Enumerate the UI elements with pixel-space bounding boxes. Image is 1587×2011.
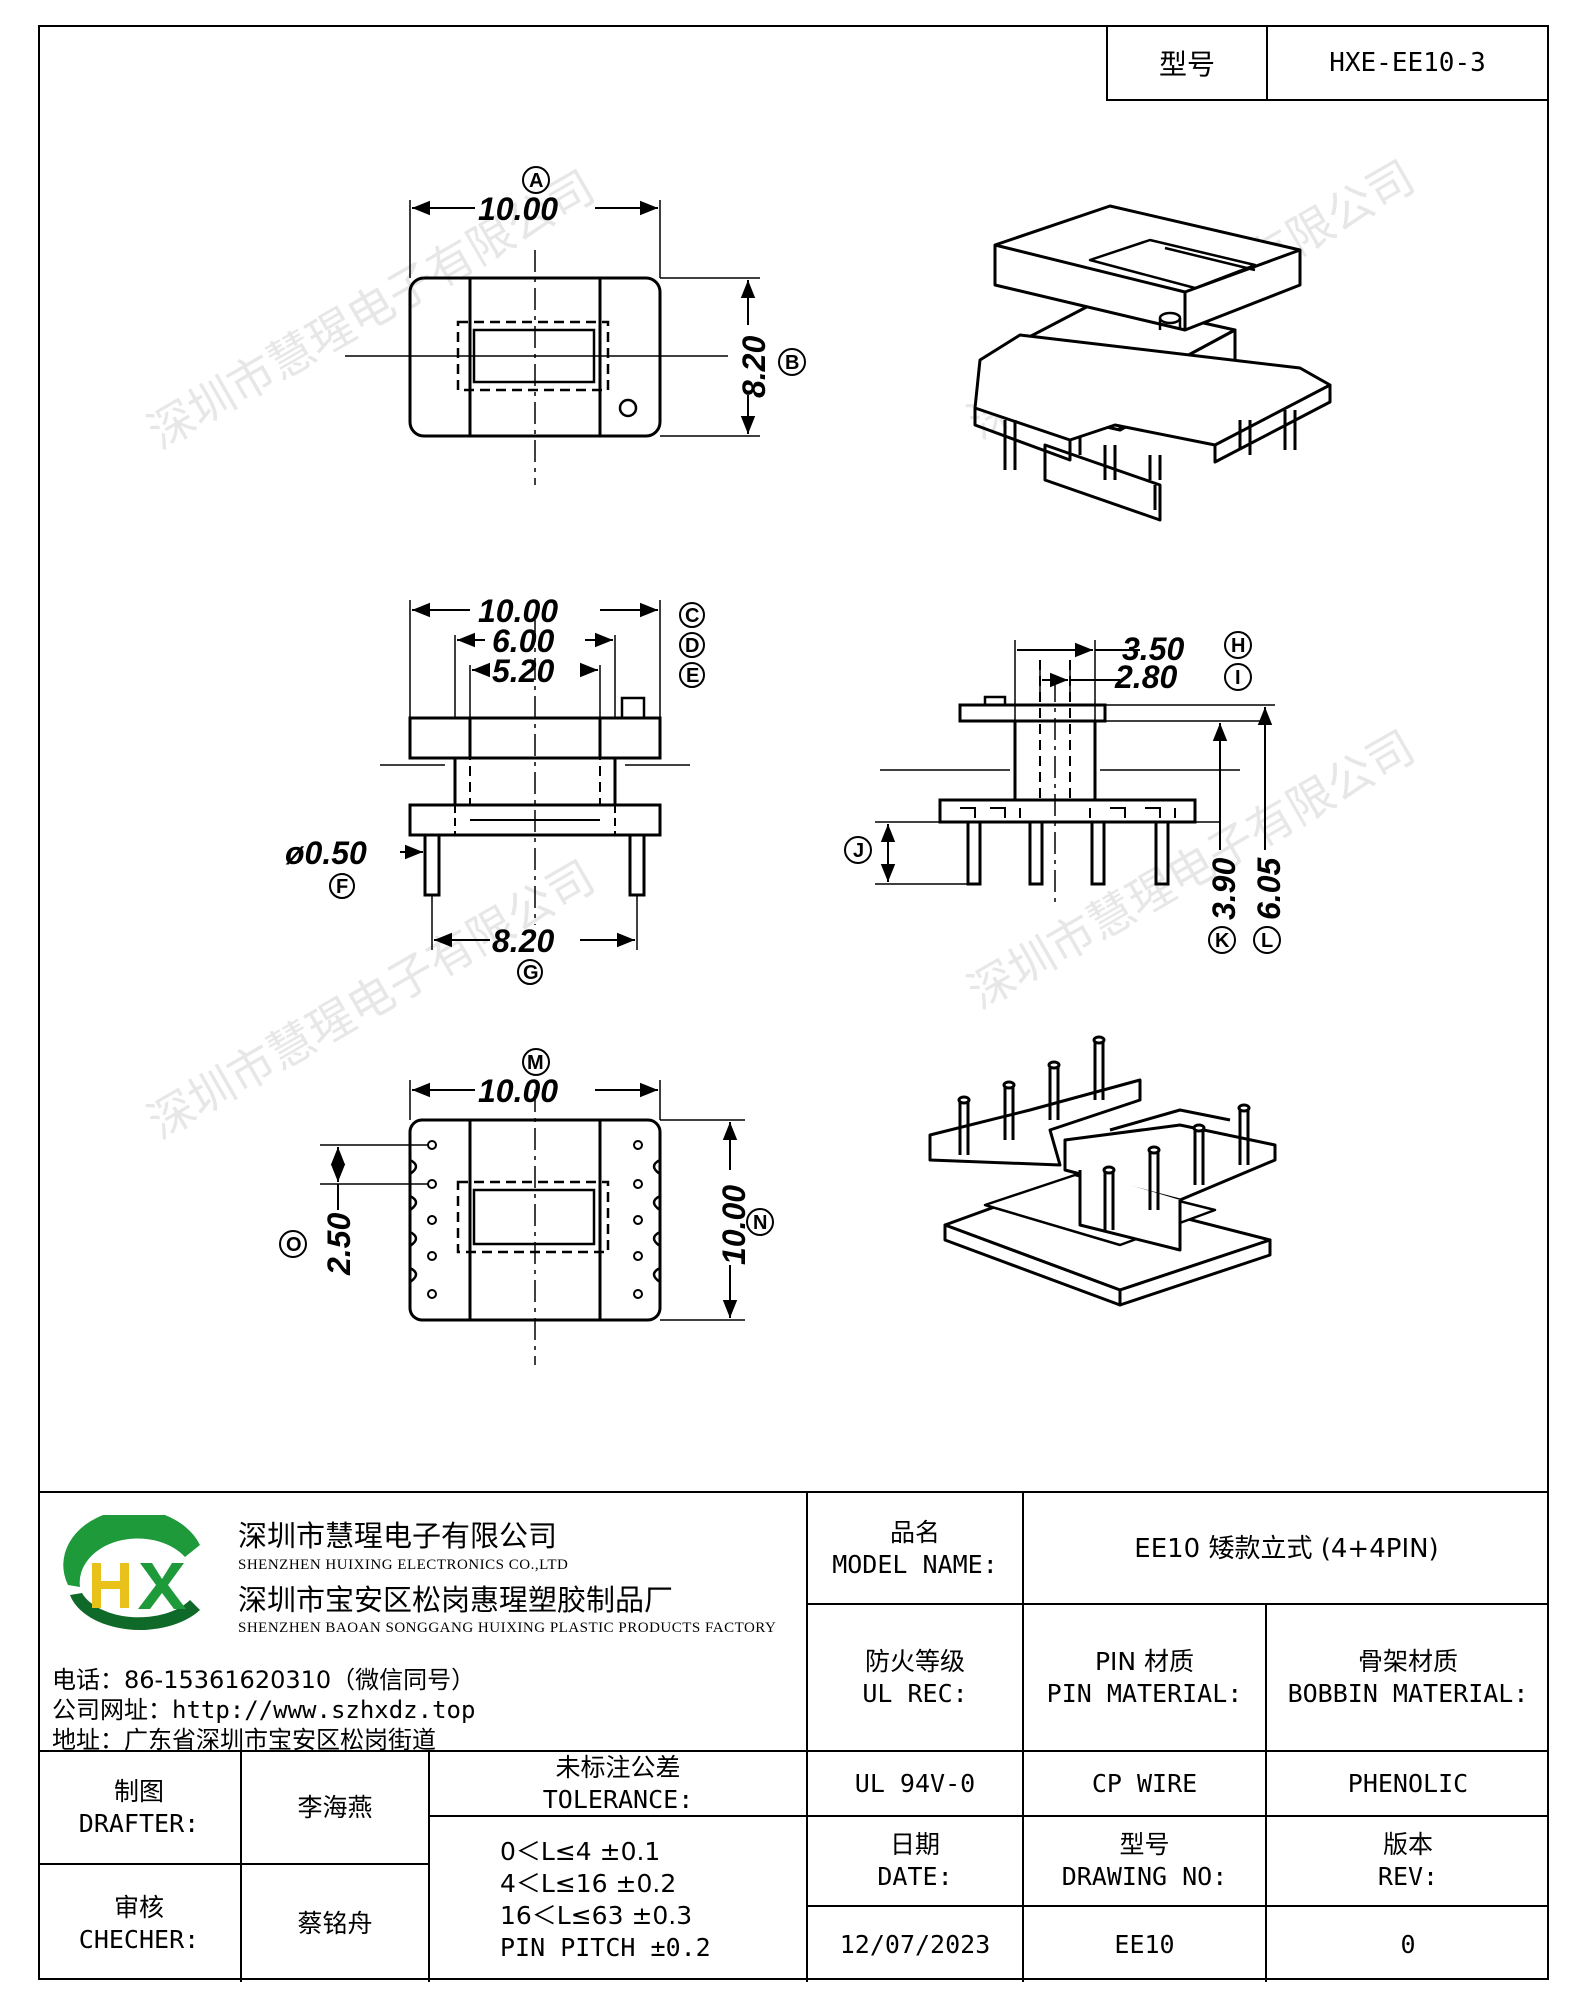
model-label: 型号 [1108, 27, 1268, 99]
date-label: 日期 DATE: [808, 1817, 1022, 1905]
ul-cn: 防火等级 [864, 1646, 965, 1676]
iso-view-bottom [928, 1035, 1277, 1307]
dim-D-value: 6.00 [492, 623, 554, 659]
date-en: DATE: [877, 1862, 953, 1891]
drafter-en: DRAFTER: [78, 1808, 200, 1838]
dim-F-value: ø0.50 [285, 835, 367, 871]
date-value: 12/07/2023 [839, 1929, 991, 1959]
iso-view-top [973, 204, 1332, 522]
dim-M-value: 10.00 [478, 1073, 558, 1109]
side-view [875, 640, 1275, 905]
checker-label: 审核 CHECHER: [38, 1865, 240, 1982]
drawing-no-label: 型号 DRAWING NO: [1024, 1817, 1265, 1905]
callout-G: G [523, 962, 539, 984]
model-name-en: MODEL NAME: [832, 1550, 998, 1579]
drafter-name: 李海燕 [297, 1792, 373, 1822]
date-cn: 日期 [889, 1830, 940, 1859]
front-view [380, 600, 690, 950]
rev-label: 版本 REV: [1267, 1817, 1549, 1905]
company-name-cn: 深圳市慧瑆电子有限公司 [238, 1519, 558, 1553]
phone-text: 电话：86-15361620310（微信同号） [52, 1666, 476, 1694]
drafter-cn: 制图 [113, 1776, 164, 1806]
callout-K: K [1215, 930, 1230, 952]
dim-C-value: 10.00 [478, 593, 558, 629]
callout-J: J [853, 840, 864, 862]
ul-rec-value: UL 94V-0 [854, 1768, 976, 1798]
bobbin-material-en: BOBBIN MATERIAL: [1287, 1678, 1529, 1708]
tolerance-table: 0＜L≤4 ±0.1 4＜L≤16 ±0.2 16＜L≤63 ±0.3 PIN … [430, 1817, 806, 1982]
model-name-cn: 品名 [889, 1518, 940, 1547]
drawing-no-cn: 型号 [1119, 1830, 1170, 1859]
front-view-labels: 10.00 6.00 5.20 C D E ø0.50 F 8.20 G [285, 593, 705, 985]
drafter-label: 制图 DRAFTER: [38, 1752, 240, 1863]
bottom-view [320, 1080, 745, 1365]
top-view [345, 200, 760, 485]
model-name-label: 品名 MODEL NAME: [808, 1495, 1022, 1603]
company-logo [63, 1515, 200, 1630]
dim-B-value: 8.20 [736, 336, 772, 398]
dim-I-value: 2.80 [1114, 659, 1177, 695]
bobbin-material-value: PHENOLIC [1347, 1768, 1469, 1798]
bottom-view-labels: 10.00 M 10.00 N 2.50 O [279, 1048, 774, 1276]
dim-G-value: 8.20 [492, 923, 554, 959]
ul-en: UL REC: [862, 1678, 968, 1708]
rev-en: REV: [1377, 1862, 1439, 1891]
drawing-sheet-border [38, 25, 1549, 1980]
title-block: 深圳市慧瑆电子有限公司 SHENZHEN HUIXING ELECTRONICS… [38, 1491, 1549, 1982]
rev-value: 0 [1400, 1929, 1416, 1959]
tolerance-line-1: 0＜L≤4 ±0.1 [500, 1836, 661, 1866]
rev-cn: 版本 [1382, 1830, 1433, 1859]
company-name-en: SHENZHEN HUIXING ELECTRONICS CO.,LTD [238, 1557, 569, 1573]
checker-name: 蔡铭舟 [297, 1908, 373, 1938]
dim-E-value: 5.20 [492, 653, 554, 689]
pin-material-value: CP WIRE [1091, 1768, 1198, 1798]
tolerance-cn: 未标注公差 [555, 1752, 681, 1782]
callout-N: N [753, 1212, 767, 1234]
dim-N-value: 10.00 [716, 1185, 752, 1265]
callout-O: O [286, 1234, 302, 1256]
tolerance-line-3: 16＜L≤63 ±0.3 [500, 1900, 693, 1930]
callout-I: I [1235, 667, 1241, 689]
tolerance-label: 未标注公差 TOLERANCE: [430, 1752, 806, 1815]
technical-drawings: 深圳市慧瑆电子有限公司 深圳市慧瑆电子有限公司 深圳市慧瑆电子有限公司 深圳市慧… [139, 150, 1424, 1365]
callout-B: B [785, 352, 799, 374]
callout-A: A [529, 170, 543, 192]
drawing-no-en: DRAWING NO: [1061, 1862, 1228, 1891]
address-text: 地址：广东省深圳市宝安区松岗街道 [52, 1726, 436, 1754]
callout-H: H [1231, 635, 1245, 657]
callout-M: M [527, 1052, 544, 1074]
top-view-labels: 10.00 A 8.20 B [478, 166, 806, 398]
model-value: HXE-EE10-3 [1329, 48, 1486, 78]
factory-name-en: SHENZHEN BAOAN SONGGANG HUIXING PLASTIC … [238, 1620, 777, 1636]
callout-E: E [686, 665, 699, 687]
website-text: 公司网址：http://www.szhxdz.top [52, 1696, 476, 1724]
checker-cn: 审核 [113, 1892, 164, 1922]
dim-A-value: 10.00 [478, 191, 558, 227]
pin-material-cn: PIN 材质 [1094, 1646, 1195, 1676]
model-number-box: 型号 HXE-EE10-3 [1106, 25, 1549, 101]
pin-material-label: PIN 材质 PIN MATERIAL: [1024, 1605, 1265, 1750]
bobbin-material-label: 骨架材质 BOBBIN MATERIAL: [1267, 1605, 1549, 1750]
ul-rec-label: 防火等级 UL REC: [808, 1605, 1022, 1750]
side-view-labels: 3.50 2.80 H I J 3.90 K 6.05 L [844, 631, 1287, 954]
model-name-value: EE10 矮款立式 (4+4PIN) [1134, 1534, 1439, 1564]
callout-D: D [685, 635, 699, 657]
watermark-4: 深圳市慧瑆电子有限公司 [959, 720, 1424, 1020]
drawing-no-value: EE10 [1114, 1929, 1175, 1959]
tolerance-line-4: PIN PITCH ±0.2 [500, 1932, 711, 1962]
factory-name-cn: 深圳市宝安区松岗惠瑆塑胶制品厂 [238, 1583, 674, 1617]
checker-en: CHECHER: [78, 1924, 200, 1954]
dim-H-value: 3.50 [1122, 631, 1184, 667]
dim-L-value: 6.05 [1251, 857, 1287, 920]
tolerance-line-2: 4＜L≤16 ±0.2 [500, 1868, 677, 1898]
callout-F: F [336, 876, 348, 898]
dim-K-value: 3.90 [1206, 858, 1242, 920]
callout-L: L [1261, 930, 1273, 952]
dim-O-value: 2.50 [321, 1213, 357, 1276]
callout-C: C [685, 605, 699, 627]
tolerance-en: TOLERANCE: [542, 1784, 694, 1814]
pin-material-en: PIN MATERIAL: [1046, 1678, 1243, 1708]
bobbin-material-cn: 骨架材质 [1357, 1646, 1458, 1676]
